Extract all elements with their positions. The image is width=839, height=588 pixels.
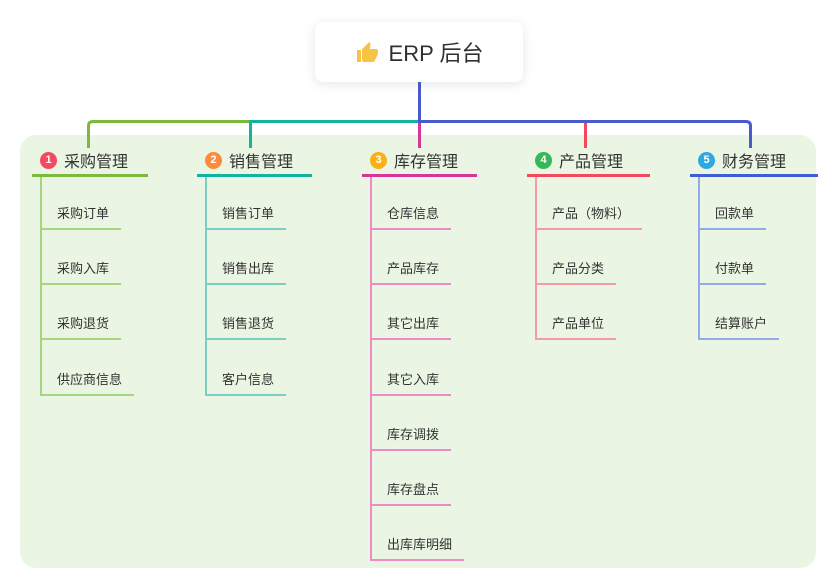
child-label: 客户信息 xyxy=(222,372,275,387)
child-node-other-inbound[interactable]: 其它入库 xyxy=(370,362,452,396)
child-label: 销售订单 xyxy=(222,206,275,221)
branch-children-connector xyxy=(698,177,700,340)
child-node-payment-doc[interactable]: 付款单 xyxy=(698,251,767,285)
child-node-stock-check[interactable]: 库存盘点 xyxy=(370,472,452,506)
branch-product-header[interactable]: 4 产品管理 xyxy=(527,146,650,177)
child-label: 产品（物料） xyxy=(552,206,631,221)
child-label: 其它入库 xyxy=(387,372,440,387)
root-node-erp[interactable]: ERP 后台 xyxy=(315,22,523,82)
branch-sales: 2 销售管理 销售订单 销售出库 销售退货 客户信息 xyxy=(197,146,312,396)
child-node-supplier-info[interactable]: 供应商信息 xyxy=(40,362,135,396)
child-node-stock-transfer[interactable]: 库存调拨 xyxy=(370,417,452,451)
branch-number-badge: 5 xyxy=(698,151,715,169)
thumbs-up-icon xyxy=(356,42,378,62)
child-node-receipt-doc[interactable]: 回款单 xyxy=(698,196,767,230)
child-label: 回款单 xyxy=(715,206,755,221)
child-node-sales-return[interactable]: 销售退货 xyxy=(205,306,287,340)
child-label: 采购入库 xyxy=(57,261,110,276)
branch-purchase-header[interactable]: 1 采购管理 xyxy=(32,146,148,177)
child-node-customer-info[interactable]: 客户信息 xyxy=(205,362,287,396)
branch-number-badge: 1 xyxy=(40,151,57,169)
child-label: 采购订单 xyxy=(57,206,110,221)
child-node-sales-outbound[interactable]: 销售出库 xyxy=(205,251,287,285)
branch-purchase: 1 采购管理 采购订单 采购入库 采购退货 供应商信息 xyxy=(32,146,148,396)
child-node-other-outbound[interactable]: 其它出库 xyxy=(370,306,452,340)
child-label: 仓库信息 xyxy=(387,206,440,221)
child-node-product-material[interactable]: 产品（物料） xyxy=(535,196,643,230)
child-node-settlement-account[interactable]: 结算账户 xyxy=(698,306,780,340)
branches-background-panel xyxy=(20,135,816,568)
branch-number-badge: 3 xyxy=(370,151,387,169)
child-node-product-category[interactable]: 产品分类 xyxy=(535,251,617,285)
child-node-purchase-order[interactable]: 采购订单 xyxy=(40,196,122,230)
root-node-label: ERP 后台 xyxy=(388,41,484,66)
branch-children-connector xyxy=(535,177,537,340)
child-node-product-unit[interactable]: 产品单位 xyxy=(535,306,617,340)
branch-number-badge: 2 xyxy=(205,151,222,169)
branch-children-connector xyxy=(40,177,42,396)
branch-children-connector xyxy=(370,177,372,561)
branch-sales-header[interactable]: 2 销售管理 xyxy=(197,146,312,177)
child-node-warehouse-info[interactable]: 仓库信息 xyxy=(370,196,452,230)
branch-finance-header[interactable]: 5 财务管理 xyxy=(690,146,818,177)
branch-label: 财务管理 xyxy=(722,154,787,171)
child-label: 产品分类 xyxy=(552,261,605,276)
child-node-purchase-inbound[interactable]: 采购入库 xyxy=(40,251,122,285)
branch-number-badge: 4 xyxy=(535,151,552,169)
child-node-outbound-detail[interactable]: 出库库明细 xyxy=(370,527,465,561)
branch-inventory-header[interactable]: 3 库存管理 xyxy=(362,146,477,177)
branch-finance: 5 财务管理 回款单 付款单 结算账户 xyxy=(690,146,818,340)
child-label: 采购退货 xyxy=(57,316,110,331)
child-label: 产品库存 xyxy=(387,261,440,276)
child-label: 供应商信息 xyxy=(57,372,123,387)
child-label: 其它出库 xyxy=(387,316,440,331)
branch-label: 库存管理 xyxy=(394,154,459,171)
child-label: 库存调拨 xyxy=(387,427,440,442)
child-label: 库存盘点 xyxy=(387,482,440,497)
branch-product: 4 产品管理 产品（物料） 产品分类 产品单位 xyxy=(527,146,650,340)
child-label: 结算账户 xyxy=(715,316,768,331)
child-label: 付款单 xyxy=(715,261,755,276)
branch-label: 销售管理 xyxy=(229,154,294,171)
branch-label: 产品管理 xyxy=(559,154,624,171)
branch-inventory: 3 库存管理 仓库信息 产品库存 其它出库 其它入库 库存调拨 库存盘点 出库库… xyxy=(362,146,477,561)
child-label: 产品单位 xyxy=(552,316,605,331)
child-node-sales-order[interactable]: 销售订单 xyxy=(205,196,287,230)
child-node-purchase-return[interactable]: 采购退货 xyxy=(40,306,122,340)
child-label: 销售出库 xyxy=(222,261,275,276)
branch-label: 采购管理 xyxy=(64,154,129,171)
child-label: 销售退货 xyxy=(222,316,275,331)
child-node-product-stock[interactable]: 产品库存 xyxy=(370,251,452,285)
child-label: 出库库明细 xyxy=(387,537,453,552)
branch-children-connector xyxy=(205,177,207,396)
